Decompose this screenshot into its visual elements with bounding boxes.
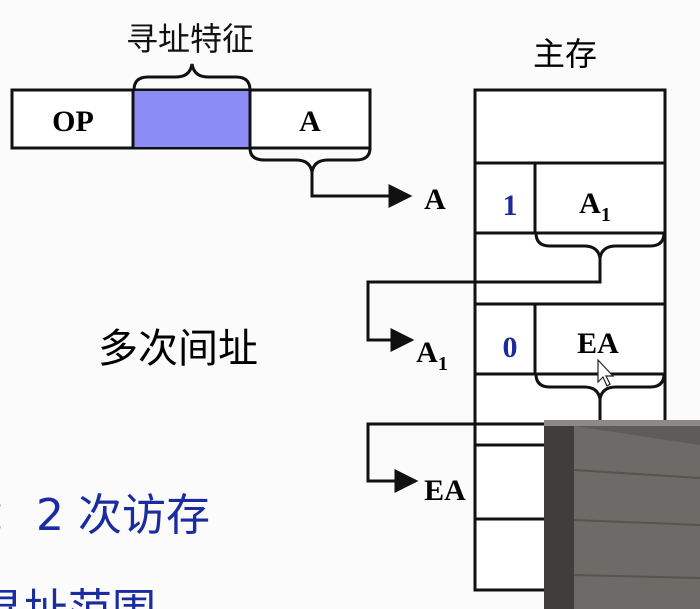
arrow-to-ea xyxy=(366,399,602,493)
address-brace xyxy=(248,147,372,173)
address-field: A xyxy=(299,105,321,138)
arrow-to-a xyxy=(310,172,413,208)
flag-row1: 1 xyxy=(503,189,518,222)
memory-access-count: 2 次访存 xyxy=(36,490,210,541)
addressing-feature-field xyxy=(133,91,250,147)
mouse-cursor-icon xyxy=(597,358,615,387)
multi-indirect-caption: 多次间址 xyxy=(98,326,258,372)
flag-row2: 0 xyxy=(503,331,518,364)
arrow-to-a1 xyxy=(366,258,602,352)
addressing-feature-brace xyxy=(132,63,252,91)
label-a: A xyxy=(424,183,446,216)
bottom-left-fragment: ： xyxy=(0,490,30,541)
addressing-feature-label: 寻址特征 xyxy=(126,20,254,58)
label-a1: A1 xyxy=(416,336,448,375)
bottom-cut-line: 寻址范围 xyxy=(0,585,156,609)
main-memory-title: 主存 xyxy=(533,35,597,73)
instruction-format: OP A xyxy=(10,88,372,150)
cell-row2: EA xyxy=(577,327,619,360)
cell-row1: A1 xyxy=(579,187,611,226)
op-field: OP xyxy=(52,105,94,138)
webcam-overlay xyxy=(544,420,700,609)
label-ea: EA xyxy=(424,474,466,507)
